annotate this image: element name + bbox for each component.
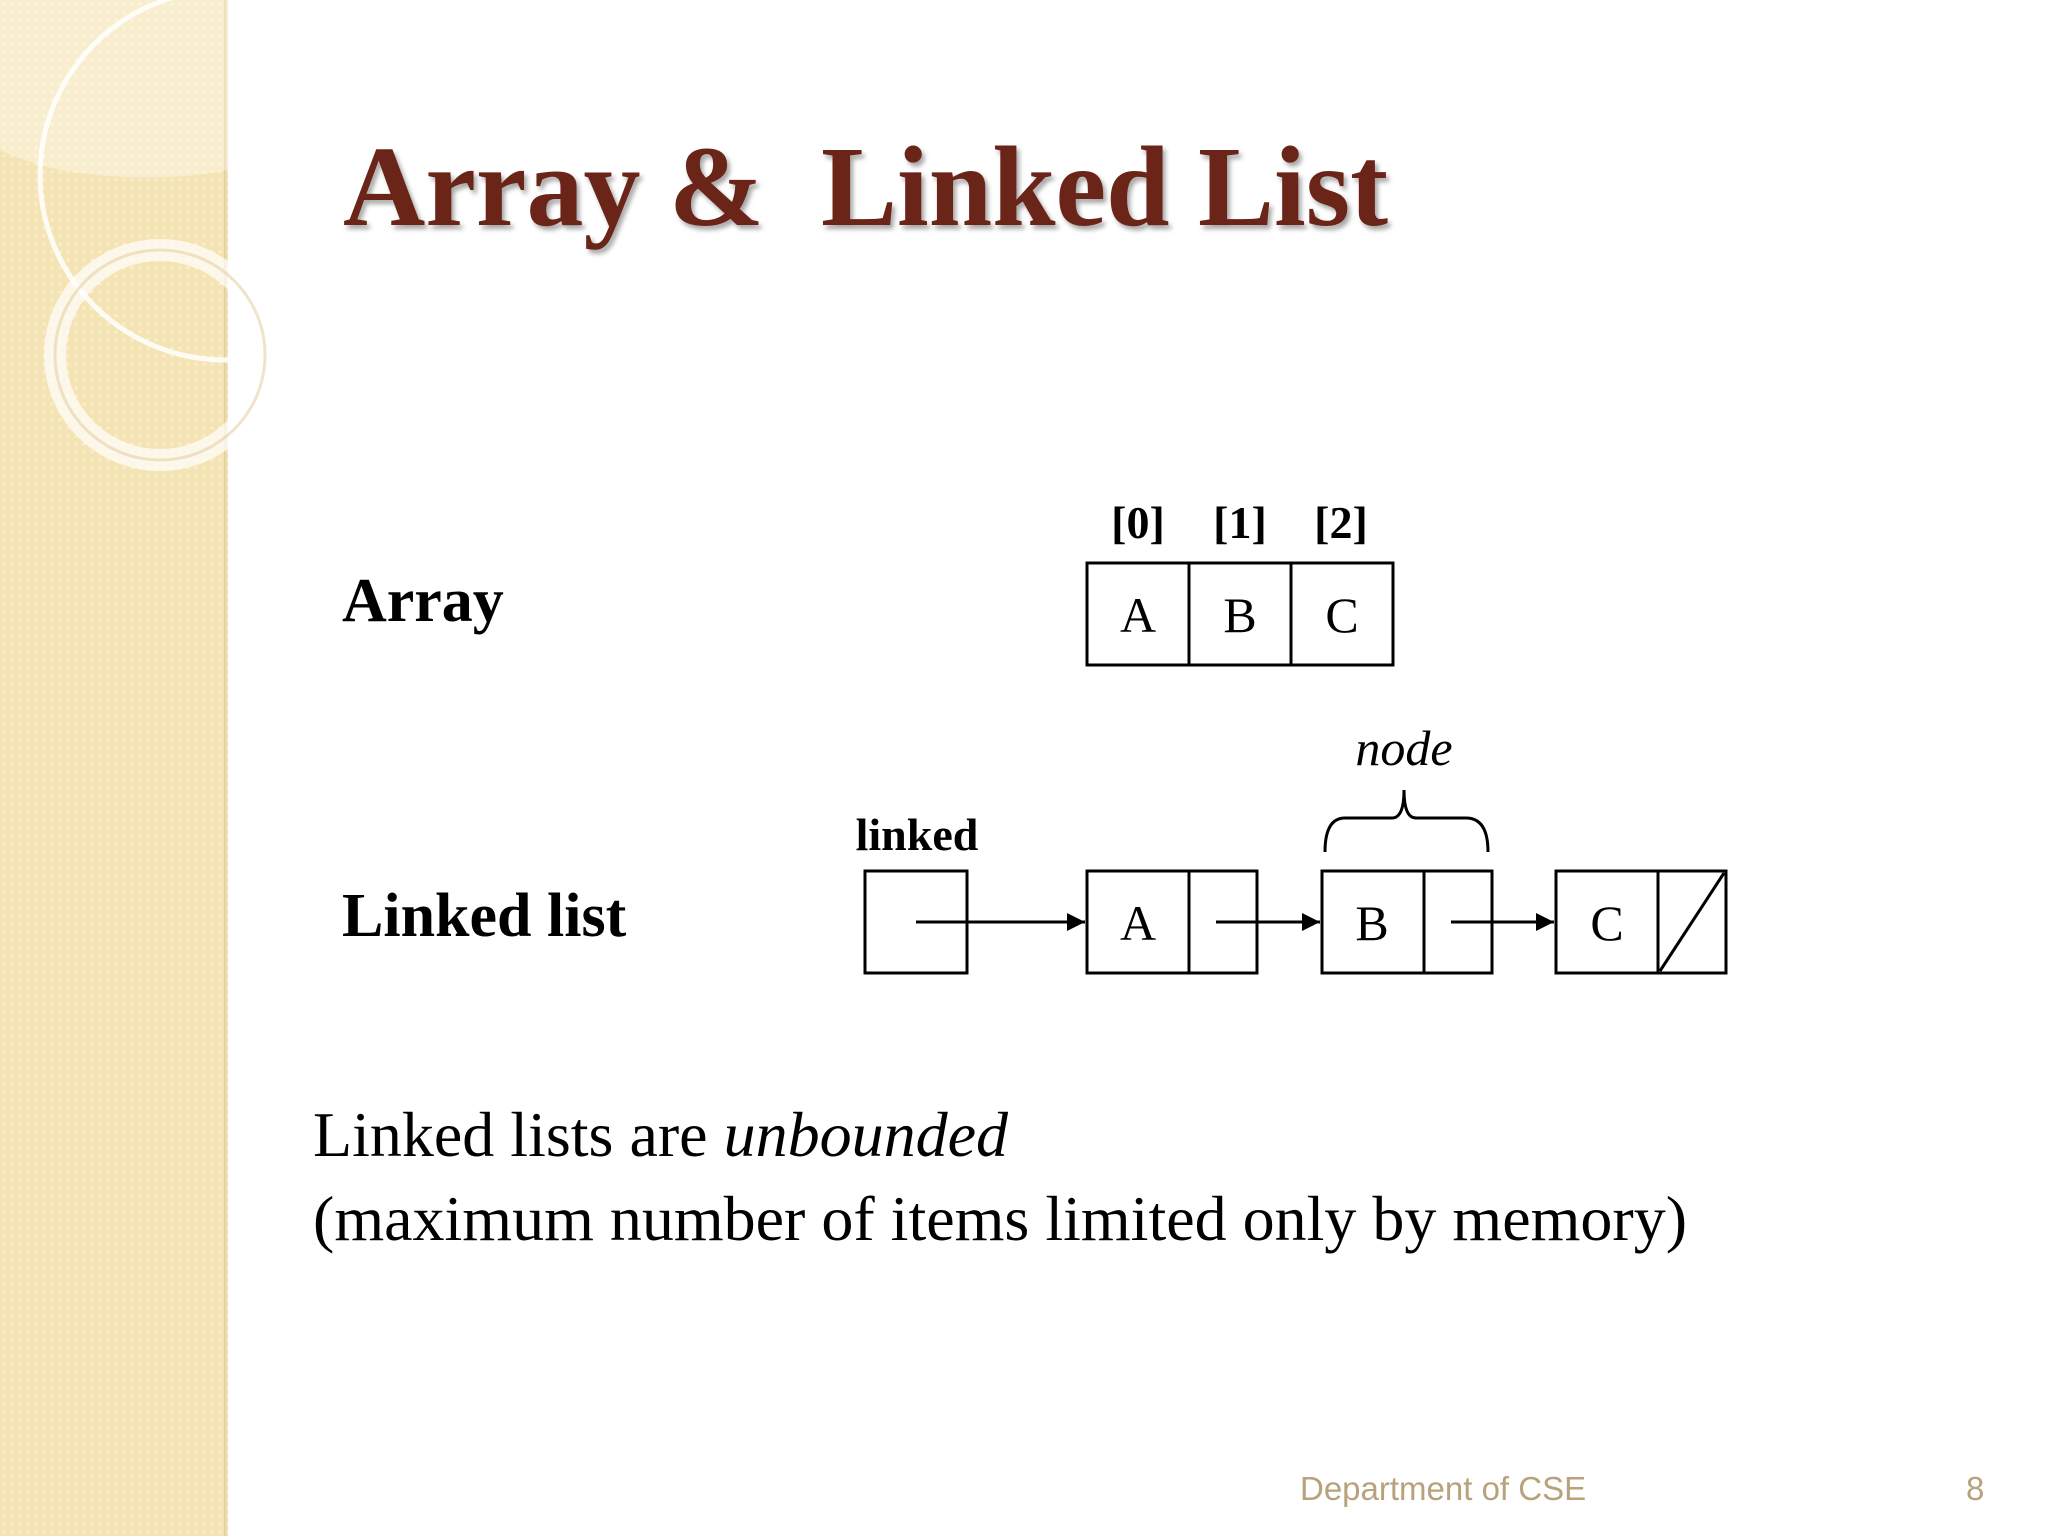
- node-brace: [1325, 790, 1488, 852]
- node-a-value: A: [1120, 895, 1156, 951]
- array-cell-0: A: [1120, 587, 1156, 643]
- body-line-2: (maximum number of items limited only by…: [313, 1177, 1687, 1261]
- footer-department: Department of CSE: [1300, 1470, 1586, 1508]
- null-slash: [1660, 873, 1724, 971]
- unbounded-emphasis: unbounded: [724, 1099, 1008, 1170]
- body-text: Linked lists are unbounded (maximum numb…: [313, 1093, 1687, 1261]
- array-index-0: [0]: [1111, 497, 1165, 548]
- array-index-2: [2]: [1314, 497, 1368, 548]
- array-cell-2: C: [1325, 587, 1358, 643]
- body-line-1: Linked lists are unbounded: [313, 1093, 1687, 1177]
- array-cell-1: B: [1223, 587, 1256, 643]
- node-b-value: B: [1355, 895, 1388, 951]
- linked-head-label: linked: [856, 809, 979, 860]
- node-c-value: C: [1590, 895, 1623, 951]
- body-line-1-prefix: Linked lists are: [313, 1099, 724, 1170]
- array-index-1: [1]: [1213, 497, 1267, 548]
- footer-page-number: 8: [1966, 1470, 1984, 1508]
- node-label: node: [1355, 720, 1452, 776]
